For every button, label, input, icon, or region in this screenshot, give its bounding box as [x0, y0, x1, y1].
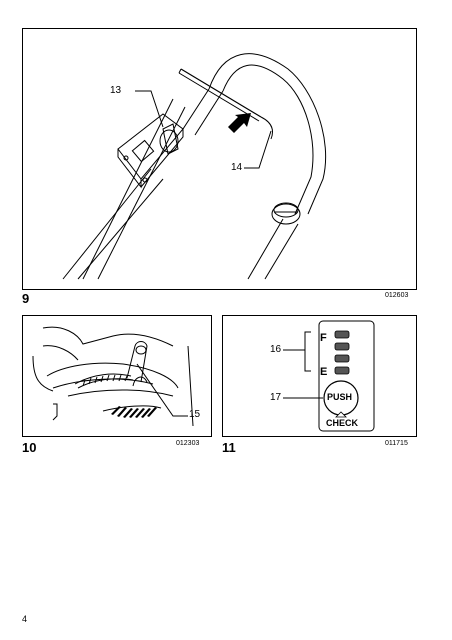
figure-9-code: 012603 [385, 292, 409, 299]
direction-arrow-icon [228, 113, 251, 133]
gauge-full-label: F [320, 332, 327, 344]
figure-9-number: 9 [22, 291, 30, 306]
figure-10-panel: 15 [22, 315, 212, 437]
figure-11-panel: F E PUSH CHECK 16 17 [222, 315, 417, 437]
figure-10-number: 10 [22, 440, 37, 455]
figure-9-panel: 13 14 [22, 28, 417, 290]
callout-17: 17 [270, 392, 282, 403]
check-label: CHECK [326, 418, 359, 428]
callout-13: 13 [110, 85, 122, 96]
push-button-label: PUSH [327, 392, 353, 402]
callout-15: 15 [189, 409, 201, 420]
figure-11-number: 11 [222, 440, 236, 455]
callout-16: 16 [270, 344, 282, 355]
figure-11-drawing [283, 320, 375, 432]
gauge-empty-label: E [320, 366, 328, 378]
figure-10-code: 012303 [176, 440, 200, 447]
figure-11-code: 011715 [385, 440, 408, 447]
callout-14: 14 [231, 162, 243, 173]
figure-10-drawing [32, 326, 194, 427]
figure-9-drawing [62, 53, 327, 280]
check-triangle-icon [335, 411, 347, 418]
page-number: 4 [22, 614, 28, 624]
